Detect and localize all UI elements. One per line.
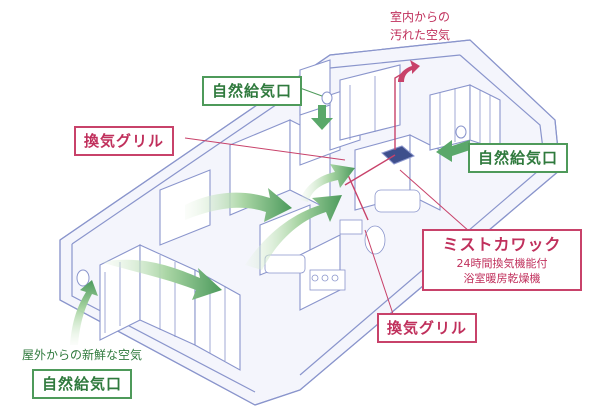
natural-supply-label-bottom: 自然給気口	[32, 369, 132, 399]
exhaust-grill-label-upper: 換気グリル	[74, 126, 174, 156]
outdoor-fresh-air-caption: 屋外からの新鮮な空気	[22, 346, 142, 364]
natural-supply-label-top: 自然給気口	[202, 76, 302, 106]
exhaust-grill-label-lower: 換気グリル	[377, 313, 477, 343]
indoor-dirty-air-line1: 室内からの	[372, 8, 468, 26]
mist-kawakku-sub2: 浴室暖房乾燥機	[430, 271, 574, 286]
indoor-dirty-air-line2: 汚れた空気	[372, 26, 468, 44]
mist-kawakku-sub1: 24時間換気機能付	[430, 256, 574, 271]
mist-kawakku-title: ミストカワック	[430, 234, 574, 256]
indoor-dirty-air-caption: 室内からの 汚れた空気	[372, 8, 468, 44]
natural-supply-label-right: 自然給気口	[468, 143, 568, 173]
mist-kawakku-label: ミストカワック 24時間換気機能付 浴室暖房乾燥機	[422, 229, 582, 291]
